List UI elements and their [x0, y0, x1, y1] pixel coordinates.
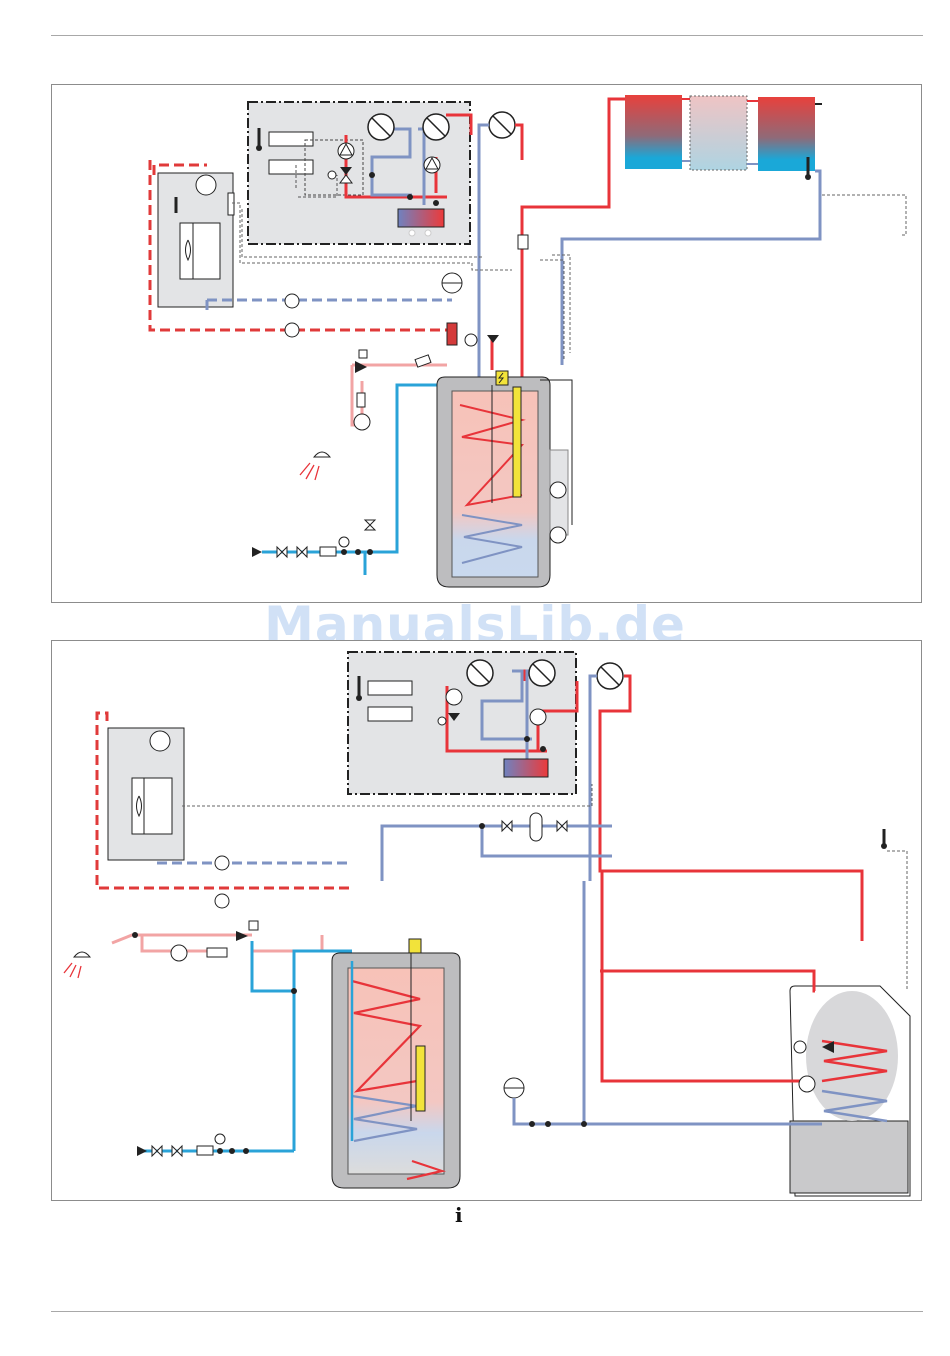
circulation-pump-icon [445, 688, 463, 706]
info-icon: i [455, 1203, 463, 1227]
electric-heater [415, 1045, 426, 1112]
fan-icon [136, 795, 142, 818]
storage-tank [436, 370, 573, 588]
fan-icon [185, 239, 191, 262]
storage-tank [331, 938, 461, 1189]
diagram-2-svg [63, 651, 911, 1197]
boiler [582, 871, 911, 1197]
compressor-icon [195, 174, 217, 196]
expansion-vessel-icon [529, 812, 543, 842]
indoor-fan-coil [95, 711, 352, 909]
cold-water-inlet [252, 383, 447, 575]
mixing-valve-icon [355, 361, 367, 373]
diagram-1-svg [148, 95, 907, 588]
shower-head-icon [312, 451, 332, 458]
cold-water-inlet [137, 941, 352, 1158]
shower-head-icon [72, 951, 92, 958]
heat-exchanger-icon [446, 322, 458, 346]
header-rule [51, 35, 923, 36]
circulation-pump-icon [170, 944, 188, 962]
circulation-pump-icon [549, 481, 567, 499]
mixing-valve-icon [236, 931, 248, 941]
dhw-circuit [299, 349, 447, 481]
indoor-fan-coil [148, 160, 452, 338]
electric-heater-icon [408, 938, 422, 954]
buffer-heat-exchanger [397, 208, 445, 228]
circulation-pump-icon [529, 708, 547, 726]
compressor-icon [149, 730, 171, 752]
buffer-heat-exchanger [503, 758, 549, 778]
circulation-pump-icon [549, 526, 567, 544]
control-unit-box [247, 101, 473, 245]
control-unit-box [347, 651, 579, 795]
mixing-valve-icon [448, 713, 460, 721]
dhw-circuit [63, 920, 324, 979]
footer-rule [51, 1311, 923, 1312]
diagram-2-frame [51, 640, 922, 1201]
circulation-pump-icon [423, 156, 441, 174]
diverter-valve-icon [822, 1041, 834, 1053]
mixing-valve-icon [340, 167, 352, 175]
expansion-vessel-group [380, 812, 612, 881]
circulation-pump-icon [798, 1075, 816, 1093]
pressure-gauge-icon [214, 1133, 226, 1145]
electric-heater [512, 386, 522, 498]
circulation-pump-icon [337, 142, 355, 160]
circulation-pump-icon [353, 413, 371, 431]
diagram-1-frame [51, 84, 922, 603]
solar-collector-array [520, 95, 822, 365]
pressure-gauge-icon [338, 536, 350, 548]
